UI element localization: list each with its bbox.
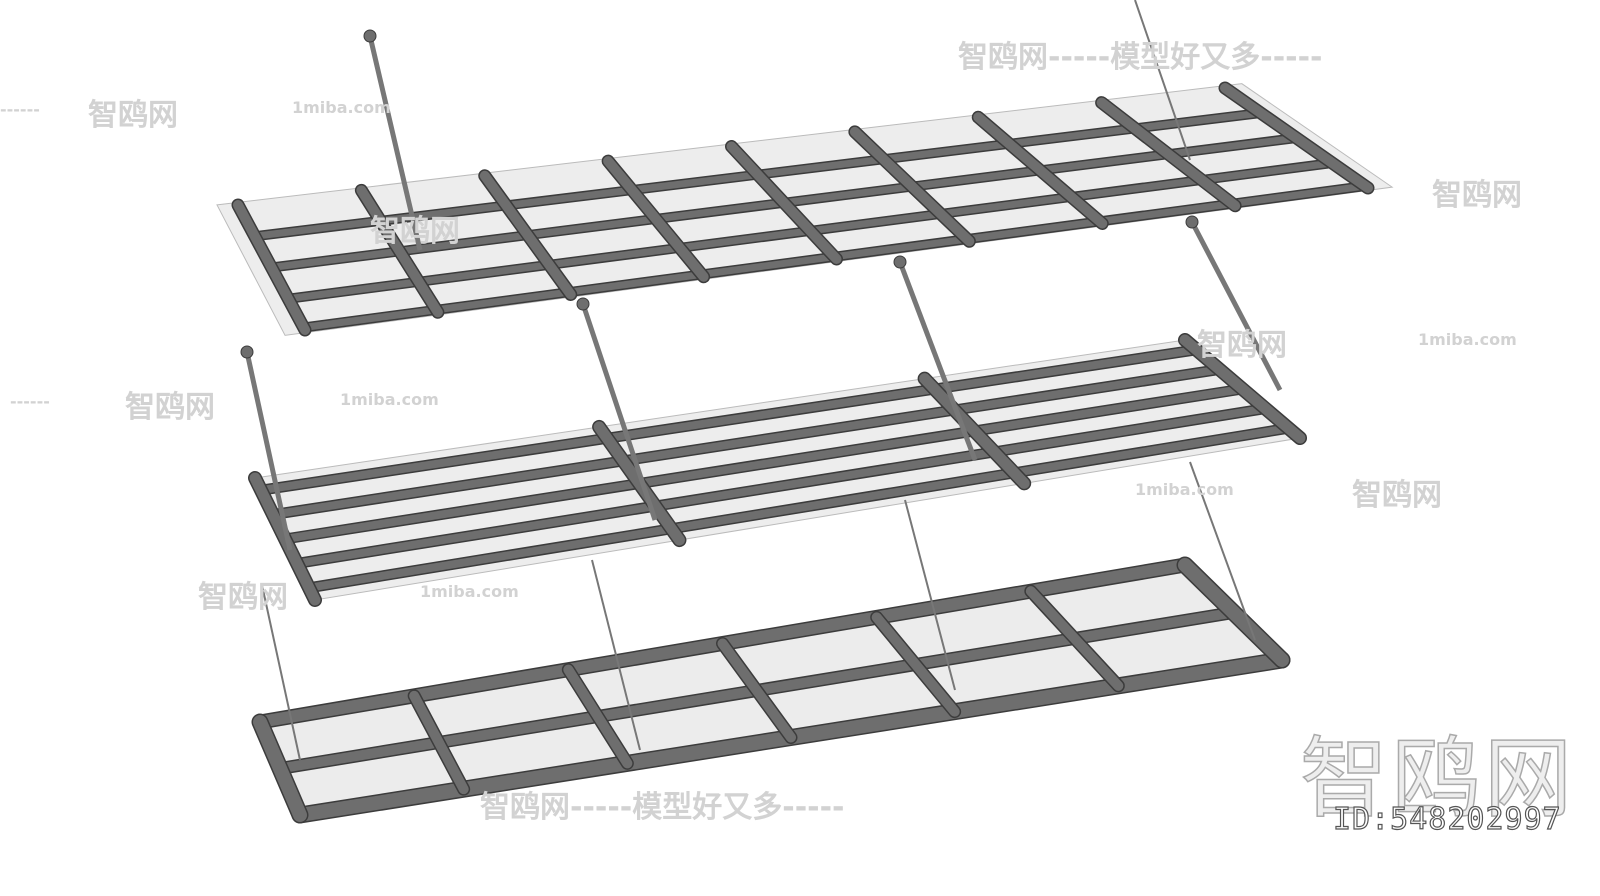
top-cross-beam [849,126,975,247]
bottom-cross-beam [563,664,633,769]
top-cross-beam [726,141,842,264]
watermark-site-name: 智鸥网 [125,390,215,425]
watermark-dashes: ------ [0,100,40,119]
top-cross-beam [973,112,1108,229]
middle-longitudinal-rod [281,385,1247,543]
top-cross-beam [479,170,576,300]
rod-ball-end [576,297,590,311]
suspension-rod [367,35,423,251]
suspension-rod [244,351,293,551]
suspension-rod [261,584,301,761]
middle-longitudinal-rod [257,345,1201,495]
site-logo: 智鸥网 [1299,726,1577,831]
bottom-cross-beam [1025,586,1124,691]
rod-ball-end [240,345,254,359]
middle-cross-beam [593,421,685,546]
bottom-cross-beam [1178,558,1289,667]
suspension-rod [897,261,978,461]
watermark-domain: 1miba.com [1135,480,1234,499]
middle-cross-beam [1179,334,1306,444]
watermark-site-name: 智鸥网 [1197,328,1287,363]
middle-cross-beam [249,472,321,606]
watermark-site-name: 智鸥网 [88,98,178,133]
rod-ball-end [363,29,377,43]
watermark-domain: 1miba.com [292,98,391,117]
bottom-cross-beam [253,715,307,822]
middle-cross-beam [919,373,1030,489]
top-cross-beam [1096,97,1241,211]
watermark-slogan: 智鸥网-----模型好又多----- [480,790,845,825]
model-id-label: ID:548202997 [1332,801,1562,837]
watermark-dashes: ------ [10,392,50,411]
bottom-cross-beam [717,638,796,743]
bottom-cross-beam [409,690,469,795]
middle-longitudinal-rod [305,424,1293,592]
watermark-site-name: 智鸥网 [1432,178,1522,213]
watermark-slogan: 智鸥网-----模型好又多----- [958,40,1323,75]
watermark-domain: 1miba.com [420,582,519,601]
suspension-rod [904,499,956,691]
watermark-domain: 1miba.com [1418,330,1517,349]
suspension-rod [580,303,658,521]
suspension-rod [1189,220,1283,392]
suspension-rod [1189,461,1256,641]
top-cross-beam [1220,83,1373,193]
suspension-rod [591,559,641,751]
top-cross-beam [603,156,709,282]
rod-ball-end [1185,215,1199,229]
watermark-domain: 1miba.com [340,390,439,409]
top-cross-beam [233,200,310,335]
middle-longitudinal-rod [269,365,1224,519]
top-cross-beam [356,185,443,318]
watermark-site-name: 智鸥网 [1352,478,1442,513]
rod-ball-end [893,255,907,269]
middle-longitudinal-rod [293,404,1270,568]
bottom-cross-beam [871,612,960,717]
watermark-site-name: 智鸥网 [198,580,288,615]
watermark-site-name: 智鸥网 [370,214,460,249]
suspension-rod [1134,0,1191,161]
